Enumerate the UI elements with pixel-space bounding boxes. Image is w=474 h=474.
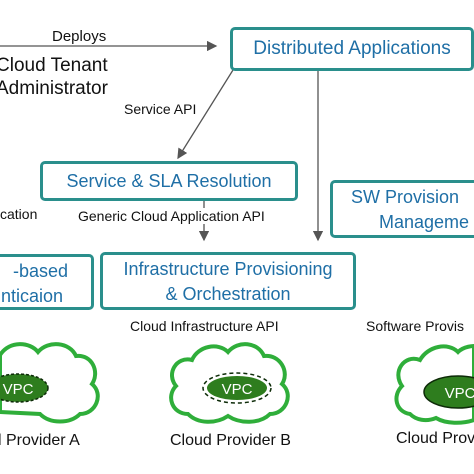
vpc-b-label: VPC: [222, 381, 253, 398]
distributed-applications-label: Distributed Applications: [253, 38, 451, 59]
vpc-a-label: VPC: [3, 381, 34, 398]
service-sla-label: Service & SLA Resolution: [66, 171, 272, 191]
software-api-label: Software Provis: [366, 318, 465, 334]
distributed-applications-box: Distributed Applications: [230, 27, 474, 71]
sw-provisioning-box: SW Provision Manageme: [330, 180, 474, 238]
provider-b-label: Cloud Provider B: [170, 432, 291, 449]
deploys-label: Deploys: [52, 28, 107, 45]
infra-line1: Infrastructure Provisioning: [123, 259, 333, 279]
service-sla-box: Service & SLA Resolution: [40, 161, 298, 201]
infrastructure-provisioning-box: Infrastructure Provisioning & Orchestrat…: [100, 252, 356, 310]
provider-a-label: l Provider A: [0, 432, 80, 449]
cloud-tenant-admin: Cloud Tenant Administrator: [0, 54, 108, 100]
left-cut-label: cation: [0, 206, 38, 222]
infra-api-label: Cloud Infrastructure API: [130, 318, 279, 334]
actor-line2: Administrator: [0, 78, 108, 99]
vpc-c-label: VPC: [445, 385, 474, 402]
generic-api-label: Generic Cloud Application API: [78, 208, 265, 224]
actor-line1: Cloud Tenant: [0, 55, 108, 76]
cloud-a-shape: [0, 342, 100, 424]
cloud-provider-c: VPC: [394, 343, 474, 425]
vpc-c-ellipse: [423, 375, 474, 409]
infra-line2: & Orchestration: [165, 284, 291, 304]
auth-line2: nticaion: [1, 286, 64, 306]
auth-box: -based nticaion: [0, 254, 94, 310]
service-api-label: Service API: [124, 101, 197, 117]
cloud-provider-b: VPC: [169, 342, 290, 424]
vpc-b-inner: [207, 376, 267, 400]
service-api-arrow: [177, 69, 234, 160]
cloud-provider-a: VPC: [0, 342, 100, 424]
auth-line1: -based: [13, 261, 69, 281]
provider-c-label: Cloud Provide: [396, 430, 474, 447]
sw-line1: SW Provision: [351, 187, 460, 207]
sw-line2: Manageme: [379, 212, 470, 232]
vpc-a-ellipse: [0, 373, 49, 403]
